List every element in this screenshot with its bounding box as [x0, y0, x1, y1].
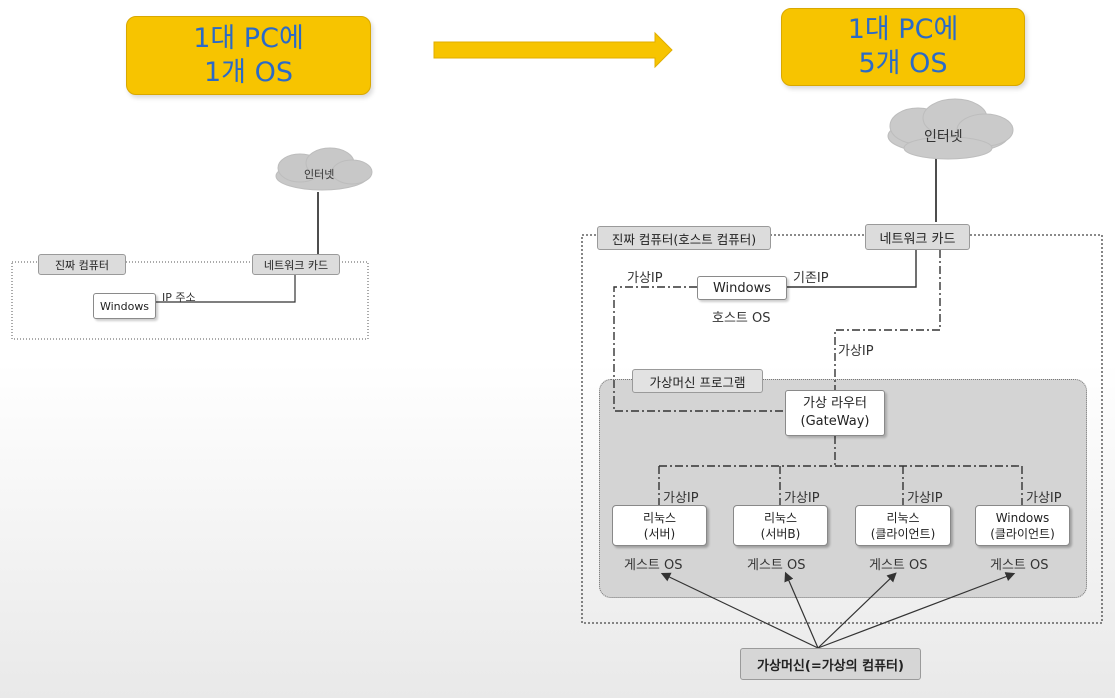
- left-ip-line: [156, 274, 296, 303]
- arrow-to-guest2: [784, 571, 819, 649]
- guest2-line1: 리눅스: [763, 510, 798, 525]
- left-real-computer-label: 진짜 컴퓨터: [38, 254, 126, 275]
- guest2-box: 리눅스 (서버B): [733, 505, 828, 546]
- right-internet-cloud: [887, 98, 1014, 160]
- virtual-ip-mid-line: [834, 250, 941, 390]
- host-computer-label: 진짜 컴퓨터(호스트 컴퓨터): [597, 226, 771, 250]
- left-windows-box: Windows: [93, 293, 156, 319]
- virtual-ip-mid-label: 가상IP: [838, 344, 874, 359]
- left-internet-cloud: [275, 147, 373, 191]
- guest3-line2: (클라이언트): [870, 526, 936, 541]
- guest2-ip-label: 가상IP: [784, 491, 820, 506]
- guest1-box: 리눅스 (서버): [612, 505, 707, 546]
- host-windows-box: Windows: [697, 276, 787, 300]
- guest2-os-label: 게스트 OS: [747, 558, 806, 573]
- left-banner-line2: 1개 OS: [204, 56, 293, 88]
- router-line2: (GateWay): [800, 414, 870, 429]
- router-line1: 가상 라우터: [803, 396, 867, 411]
- arrow-to-guest1: [660, 572, 819, 649]
- host-computer-boundary: [581, 234, 1103, 624]
- virtual-ip-left-label: 가상IP: [627, 271, 663, 286]
- guest3-line1: 리눅스: [886, 510, 920, 525]
- host-os-label: 호스트 OS: [712, 311, 771, 326]
- guest3-os-label: 게스트 OS: [869, 558, 928, 573]
- arrow-to-guest3: [817, 572, 897, 649]
- guest1-ip-label: 가상IP: [663, 491, 699, 506]
- right-network-card: 네트워크 카드: [865, 224, 970, 250]
- virtual-router-box: 가상 라우터 (GateWay): [785, 390, 885, 436]
- right-banner-line1: 1대 PC에: [847, 14, 959, 45]
- left-computer-boundary: [11, 261, 369, 340]
- guest3-ip-label: 가상IP: [907, 491, 943, 506]
- guest4-ip-label: 가상IP: [1026, 491, 1062, 506]
- guest1-os-label: 게스트 OS: [624, 558, 683, 573]
- guest1-line1: 리눅스: [642, 510, 677, 525]
- guest4-line2: (클라이언트): [990, 526, 1055, 541]
- left-network-card: 네트워크 카드: [252, 254, 340, 275]
- right-banner: 1대 PC에 5개 OS: [781, 8, 1025, 86]
- left-banner-line1: 1대 PC에: [193, 22, 304, 54]
- left-banner: 1대 PC에 1개 OS: [126, 16, 371, 95]
- guest4-box: Windows (클라이언트): [975, 505, 1070, 546]
- vm-program-label: 가상머신 프로그램: [632, 369, 763, 393]
- guest1-line2: (서버): [643, 526, 676, 541]
- guest2-line2: (서버B): [760, 526, 801, 541]
- guest4-os-label: 게스트 OS: [990, 558, 1049, 573]
- existing-ip-label: 기존IP: [793, 271, 829, 286]
- guest3-box: 리눅스 (클라이언트): [855, 505, 951, 546]
- left-ip-label: IP 주소: [162, 291, 196, 304]
- vm-caption-box: 가상머신(=가상의 컴퓨터): [740, 648, 921, 680]
- right-banner-line2: 5개 OS: [858, 48, 948, 79]
- virtual-ip-left-line: [613, 286, 785, 412]
- left-internet-label: 인터넷: [304, 168, 335, 181]
- arrow-to-guest4: [817, 572, 1016, 649]
- guest4-line1: Windows: [995, 510, 1050, 525]
- existing-ip-line: [787, 250, 917, 288]
- right-internet-label: 인터넷: [924, 129, 963, 145]
